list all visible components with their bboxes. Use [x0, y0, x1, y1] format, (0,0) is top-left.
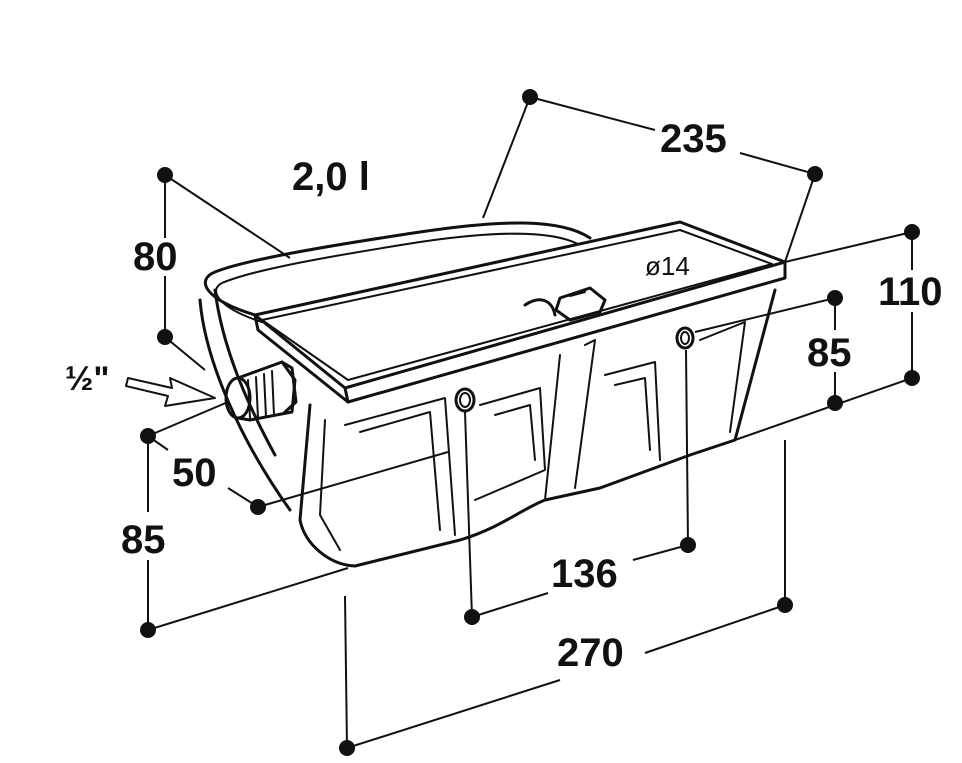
dim-110-dot-top	[904, 224, 920, 240]
dim-136-label: 136	[551, 552, 618, 596]
threaded-connector	[224, 360, 298, 422]
thread-arrow	[125, 377, 216, 407]
dim-270-label: 270	[557, 631, 624, 675]
dim-80-dot-top	[157, 167, 173, 183]
trough-body	[198, 220, 787, 568]
dim-110-label: 110	[878, 270, 943, 314]
dim-85-left-label: 85	[121, 518, 166, 562]
thread-size-label: ½"	[65, 360, 109, 398]
dim-50-dot-b	[250, 499, 266, 515]
dim-136-dot-a	[464, 609, 480, 625]
dim-110-dot-bottom	[904, 370, 920, 386]
hole-diameter-label: ø14	[645, 251, 690, 281]
dim-235-dot-a	[522, 89, 538, 105]
dim-85r-dot-top	[827, 290, 843, 306]
capacity-label: 2,0 l	[292, 155, 370, 199]
dim-85-right-label: 85	[807, 331, 852, 375]
dim-270-dot-a	[339, 740, 355, 756]
dimension-lines	[140, 89, 920, 756]
dim-136-dot-b	[680, 537, 696, 553]
dim-270-dot-b	[777, 597, 793, 613]
dim-50-label: 50	[172, 451, 217, 495]
dim-85r-dot-bottom	[827, 395, 843, 411]
dim-80-label: 80	[133, 235, 178, 279]
dim-235-label: 235	[660, 117, 727, 161]
dim-235-dot-b	[807, 166, 823, 182]
dim-85l-dot-bottom	[140, 622, 156, 638]
dim-80-dot-bottom	[157, 329, 173, 345]
